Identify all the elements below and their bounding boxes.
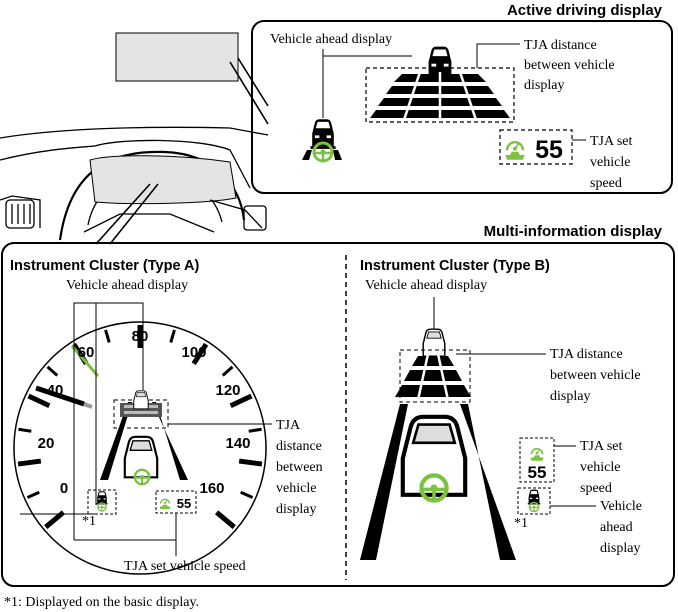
gauge-tick bbox=[238, 458, 263, 467]
active-distance-bars bbox=[365, 46, 515, 123]
type-b-vehicle-ahead-side-label-2: ahead bbox=[600, 520, 633, 535]
type-b-tja-set-speed-label-2: vehicle bbox=[580, 460, 620, 475]
gauge-tick bbox=[17, 458, 42, 467]
gauge-label-100: 100 bbox=[181, 344, 206, 361]
gauge-tick bbox=[240, 490, 254, 499]
type-b-vehicle-ahead-icon bbox=[517, 487, 551, 515]
cluster-type-a-title: Instrument Cluster (Type A) bbox=[10, 258, 199, 274]
active-driving-display-header: Active driving display bbox=[507, 2, 663, 19]
gauge-tick bbox=[191, 342, 209, 366]
gauge-tick bbox=[104, 329, 111, 343]
type-b-tja-distance-label-1: TJA distance bbox=[550, 347, 623, 362]
type-b-vehicle-ahead-side-label-1: Vehicle bbox=[600, 499, 642, 514]
gauge-label-0: 0 bbox=[60, 480, 68, 497]
type-a-set-speed-indicator: 55 bbox=[155, 490, 197, 514]
type-a-tja-set-speed-label: TJA set vehicle speed bbox=[124, 559, 246, 574]
type-a-road bbox=[100, 390, 188, 486]
gauge-label-140: 140 bbox=[225, 435, 250, 452]
gauge-tick bbox=[169, 329, 176, 343]
active-set-speed-value: 55 bbox=[535, 136, 563, 164]
gauge-label-160: 160 bbox=[199, 480, 224, 497]
gauge-tick bbox=[229, 393, 253, 409]
multi-information-display-box bbox=[1, 242, 675, 587]
type-b-tja-distance-label-2: between vehicle bbox=[550, 368, 641, 383]
active-set-speed-indicator: 55 bbox=[499, 129, 573, 165]
type-b-vehicle-ahead-side-label-3: display bbox=[600, 541, 640, 556]
gauge-label-60: 60 bbox=[78, 344, 95, 361]
type-a-tja-distance-label-1: TJA bbox=[276, 418, 301, 433]
gauge-label-40: 40 bbox=[47, 382, 64, 399]
type-b-road bbox=[360, 328, 516, 560]
active-driving-display-box bbox=[251, 20, 673, 194]
type-a-tja-distance-label-3: between bbox=[276, 460, 323, 475]
gauge-tick bbox=[214, 510, 236, 529]
type-b-footnote-marker: *1 bbox=[514, 516, 528, 531]
active-tja-set-speed-label-2: vehicle bbox=[590, 155, 630, 170]
type-b-vehicle-ahead-label: Vehicle ahead display bbox=[365, 278, 487, 293]
active-tja-distance-label-3: display bbox=[524, 78, 564, 93]
dashboard-illustration bbox=[0, 32, 269, 241]
gauge-tick bbox=[27, 393, 51, 409]
type-b-set-speed-indicator: 55 bbox=[519, 437, 555, 483]
gauge-tick bbox=[46, 365, 59, 377]
type-a-vehicle-ahead-label: Vehicle ahead display bbox=[66, 278, 188, 293]
windshield-display-area bbox=[115, 32, 239, 82]
type-a-vehicle-ahead-icon bbox=[87, 489, 117, 515]
gauge-label-80: 80 bbox=[132, 328, 149, 345]
type-b-tja-set-speed-label-3: speed bbox=[580, 481, 612, 496]
active-tja-distance-label-1: TJA distance bbox=[524, 38, 597, 53]
gauge-tick bbox=[248, 427, 262, 433]
active-tja-distance-label-2: between vehicle bbox=[524, 58, 615, 73]
multi-information-display-header: Multi-information display bbox=[484, 223, 663, 240]
active-vehicle-ahead-icon bbox=[302, 119, 342, 163]
gauge-tick bbox=[26, 490, 40, 499]
footnote: *1: Displayed on the basic display. bbox=[4, 595, 199, 610]
gauge-label-120: 120 bbox=[215, 382, 240, 399]
gauge-tick bbox=[221, 365, 234, 377]
type-b-set-speed-value: 55 bbox=[528, 463, 547, 482]
active-vehicle-ahead-label: Vehicle ahead display bbox=[270, 32, 392, 47]
gauge-label-20: 20 bbox=[38, 435, 55, 452]
type-b-tja-set-speed-label-1: TJA set bbox=[580, 439, 623, 454]
type-a-tja-distance-label-2: distance bbox=[276, 439, 322, 454]
active-tja-set-speed-label-1: TJA set bbox=[590, 134, 633, 149]
type-a-set-speed-value: 55 bbox=[177, 496, 191, 511]
gauge-tick bbox=[44, 510, 66, 529]
cluster-type-b-title: Instrument Cluster (Type B) bbox=[360, 258, 550, 274]
active-tja-set-speed-label-3: speed bbox=[590, 176, 622, 191]
type-a-footnote-marker: *1 bbox=[82, 514, 96, 529]
type-a-tja-distance-label-4: vehicle bbox=[276, 481, 316, 496]
type-a-gauge: 0 20 40 60 80 100 120 140 160 bbox=[13, 321, 267, 575]
type-a-tja-distance-label-5: display bbox=[276, 502, 316, 517]
gauge-tick bbox=[18, 427, 32, 433]
type-b-tja-distance-label-3: display bbox=[550, 389, 590, 404]
